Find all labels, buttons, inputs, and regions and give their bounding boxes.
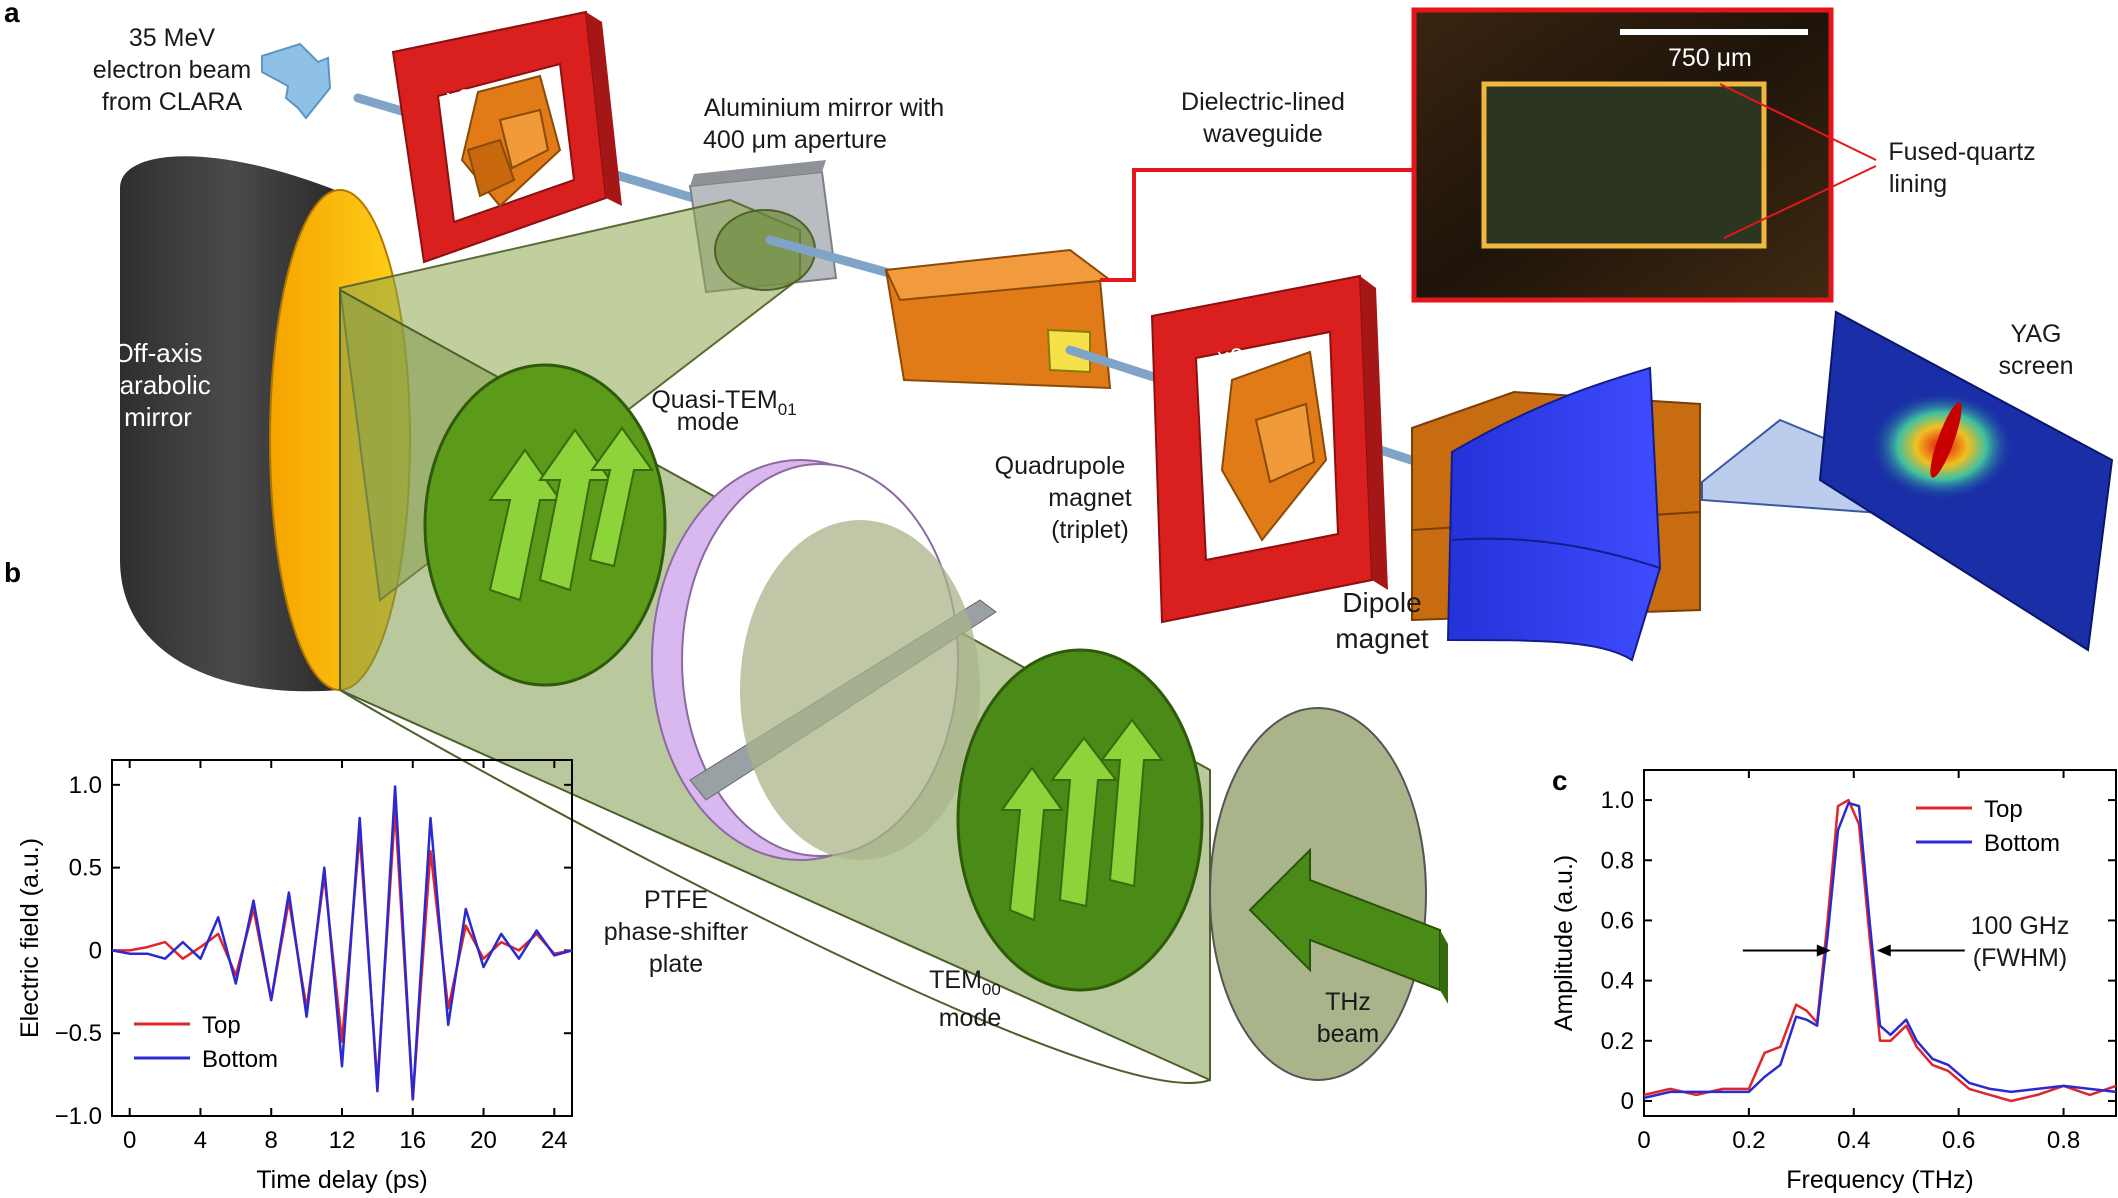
quadrupole-magnet-1: x3 bbox=[391, 10, 622, 264]
quasi-tem01-disk bbox=[423, 363, 667, 687]
y-axis-label: Electric field (a.u.) bbox=[16, 838, 44, 1038]
quadrupole-magnet-2: ×3 bbox=[1150, 274, 1388, 624]
y-axis-label: Amplitude (a.u.) bbox=[1550, 855, 1578, 1031]
yag-label-2: screen bbox=[1998, 352, 2073, 380]
al-mirror-label-2: 400 μm aperture bbox=[703, 126, 887, 154]
legend-label-top: Top bbox=[202, 1012, 241, 1039]
beam-label-1: 35 MeV bbox=[129, 24, 215, 52]
yag-label-1: YAG bbox=[2011, 320, 2062, 348]
panel-b-label: b bbox=[4, 557, 21, 588]
scale-bar-label: 750 μm bbox=[1668, 44, 1752, 72]
y-tick-label: 1.0 bbox=[69, 772, 102, 799]
y-tick-label: 0 bbox=[89, 937, 102, 964]
x-axis-label: Frequency (THz) bbox=[1786, 1166, 1974, 1194]
y-tick-label: 0 bbox=[1621, 1088, 1634, 1115]
fwhm-arrowhead-right bbox=[1876, 944, 1891, 957]
y-tick-label: −0.5 bbox=[55, 1020, 102, 1047]
ptfe-phase-shifter-plate bbox=[651, 459, 997, 861]
y-tick-label: 0.4 bbox=[1601, 968, 1634, 995]
dipole-magnet bbox=[1411, 366, 1701, 662]
electron-beam-line-2 bbox=[765, 235, 905, 281]
legend-label-bottom: Bottom bbox=[202, 1046, 278, 1073]
panel-c-label: c bbox=[1552, 765, 1568, 796]
x-tick-label: 0.4 bbox=[1837, 1127, 1870, 1154]
legend-label-bottom: Bottom bbox=[1984, 830, 2060, 857]
beam-label-2: electron beam bbox=[93, 56, 251, 84]
dipole-label-1: Dipole bbox=[1342, 587, 1421, 618]
tem00-subscript: 00 bbox=[982, 980, 1001, 999]
y-tick-label: 0.6 bbox=[1601, 907, 1634, 934]
x-tick-label: 0.2 bbox=[1732, 1127, 1765, 1154]
x-tick-label: 12 bbox=[329, 1127, 356, 1154]
fwhm-arrowhead-left bbox=[1816, 944, 1831, 957]
quad-label-2: magnet bbox=[1048, 484, 1131, 512]
yag-screen bbox=[1818, 310, 2114, 652]
x-tick-label: 4 bbox=[194, 1127, 207, 1154]
x-tick-label: 20 bbox=[470, 1127, 497, 1154]
y-tick-label: 1.0 bbox=[1601, 787, 1634, 814]
thz-label-2: beam bbox=[1317, 1020, 1380, 1048]
x-tick-label: 0.8 bbox=[2047, 1127, 2080, 1154]
fused-quartz-label-1: Fused-quartz bbox=[1888, 138, 2035, 166]
thz-beam-arrow-icon bbox=[1248, 847, 1448, 1004]
electron-beam-arrow-icon bbox=[261, 42, 332, 120]
tem00-disk bbox=[956, 648, 1204, 992]
fwhm-label-1: 100 GHz bbox=[1971, 912, 2070, 940]
quasi-tem-label-2: mode bbox=[677, 408, 740, 436]
fused-quartz-label-2: lining bbox=[1889, 170, 1947, 198]
tem00-label-1: TEM00 bbox=[929, 966, 1001, 999]
dipole-label-2: magnet bbox=[1335, 623, 1429, 654]
waveguide-label-1: Dielectric-lined bbox=[1181, 88, 1345, 116]
panel-a-label: a bbox=[4, 0, 20, 28]
schematic: x3 bbox=[93, 7, 2114, 1084]
dielectric-lined-waveguide bbox=[884, 248, 1113, 390]
al-mirror-label-1: Aluminium mirror with bbox=[704, 94, 944, 122]
labels-a: 35 MeV electron beam from CLARA Aluminiu… bbox=[93, 24, 2074, 1048]
quad-label-3: (triplet) bbox=[1051, 516, 1129, 544]
tem00-label-2: mode bbox=[939, 1004, 1002, 1032]
y-tick-label: 0.2 bbox=[1601, 1028, 1634, 1055]
legend-label-top: Top bbox=[1984, 796, 2023, 823]
beam-label-3: from CLARA bbox=[102, 88, 243, 116]
oapm-label-1: Off-axis bbox=[113, 338, 202, 368]
x-tick-label: 0.6 bbox=[1942, 1127, 1975, 1154]
plot-frame bbox=[1643, 769, 2117, 1117]
x3-label-right: ×3 bbox=[1216, 344, 1243, 371]
quasi-tem-subscript: 01 bbox=[778, 400, 797, 419]
y-tick-label: 0.5 bbox=[69, 855, 102, 882]
thz-label-1: THz bbox=[1325, 988, 1371, 1016]
x3-label-left: x3 bbox=[446, 85, 471, 112]
y-tick-label: 0.8 bbox=[1601, 847, 1634, 874]
fwhm-label-2: (FWHM) bbox=[1973, 944, 2067, 972]
waveguide-label-2: waveguide bbox=[1202, 120, 1323, 148]
series-line-bottom bbox=[1643, 801, 2117, 1100]
oapm-label-3: mirror bbox=[124, 402, 192, 432]
quad-label-1: Quadrupole bbox=[995, 452, 1126, 480]
x-tick-label: 24 bbox=[541, 1127, 568, 1154]
waveguide-micrograph-inset: 750 μm bbox=[1411, 7, 1877, 303]
x-axis-label: Time delay (ps) bbox=[256, 1166, 427, 1194]
series-line-top bbox=[1643, 798, 2117, 1103]
y-tick-label: −1.0 bbox=[55, 1103, 102, 1130]
series-line-top bbox=[112, 808, 573, 1101]
x-tick-label: 0 bbox=[1637, 1127, 1650, 1154]
fwhm-annotation: 100 GHz (FWHM) bbox=[1971, 912, 2070, 972]
ptfe-label-1: PTFE bbox=[644, 886, 708, 914]
oapm-label-2: parabolic bbox=[105, 370, 211, 400]
quasi-tem-label-1: Quasi-TEM01 bbox=[651, 386, 796, 419]
x-tick-label: 0 bbox=[123, 1127, 136, 1154]
x-tick-label: 8 bbox=[265, 1127, 278, 1154]
ptfe-label-3: plate bbox=[649, 950, 703, 978]
inset-connector bbox=[1100, 168, 1414, 282]
series-line-bottom bbox=[111, 785, 573, 1101]
ptfe-label-2: phase-shifter bbox=[604, 918, 749, 946]
x-tick-label: 16 bbox=[399, 1127, 426, 1154]
